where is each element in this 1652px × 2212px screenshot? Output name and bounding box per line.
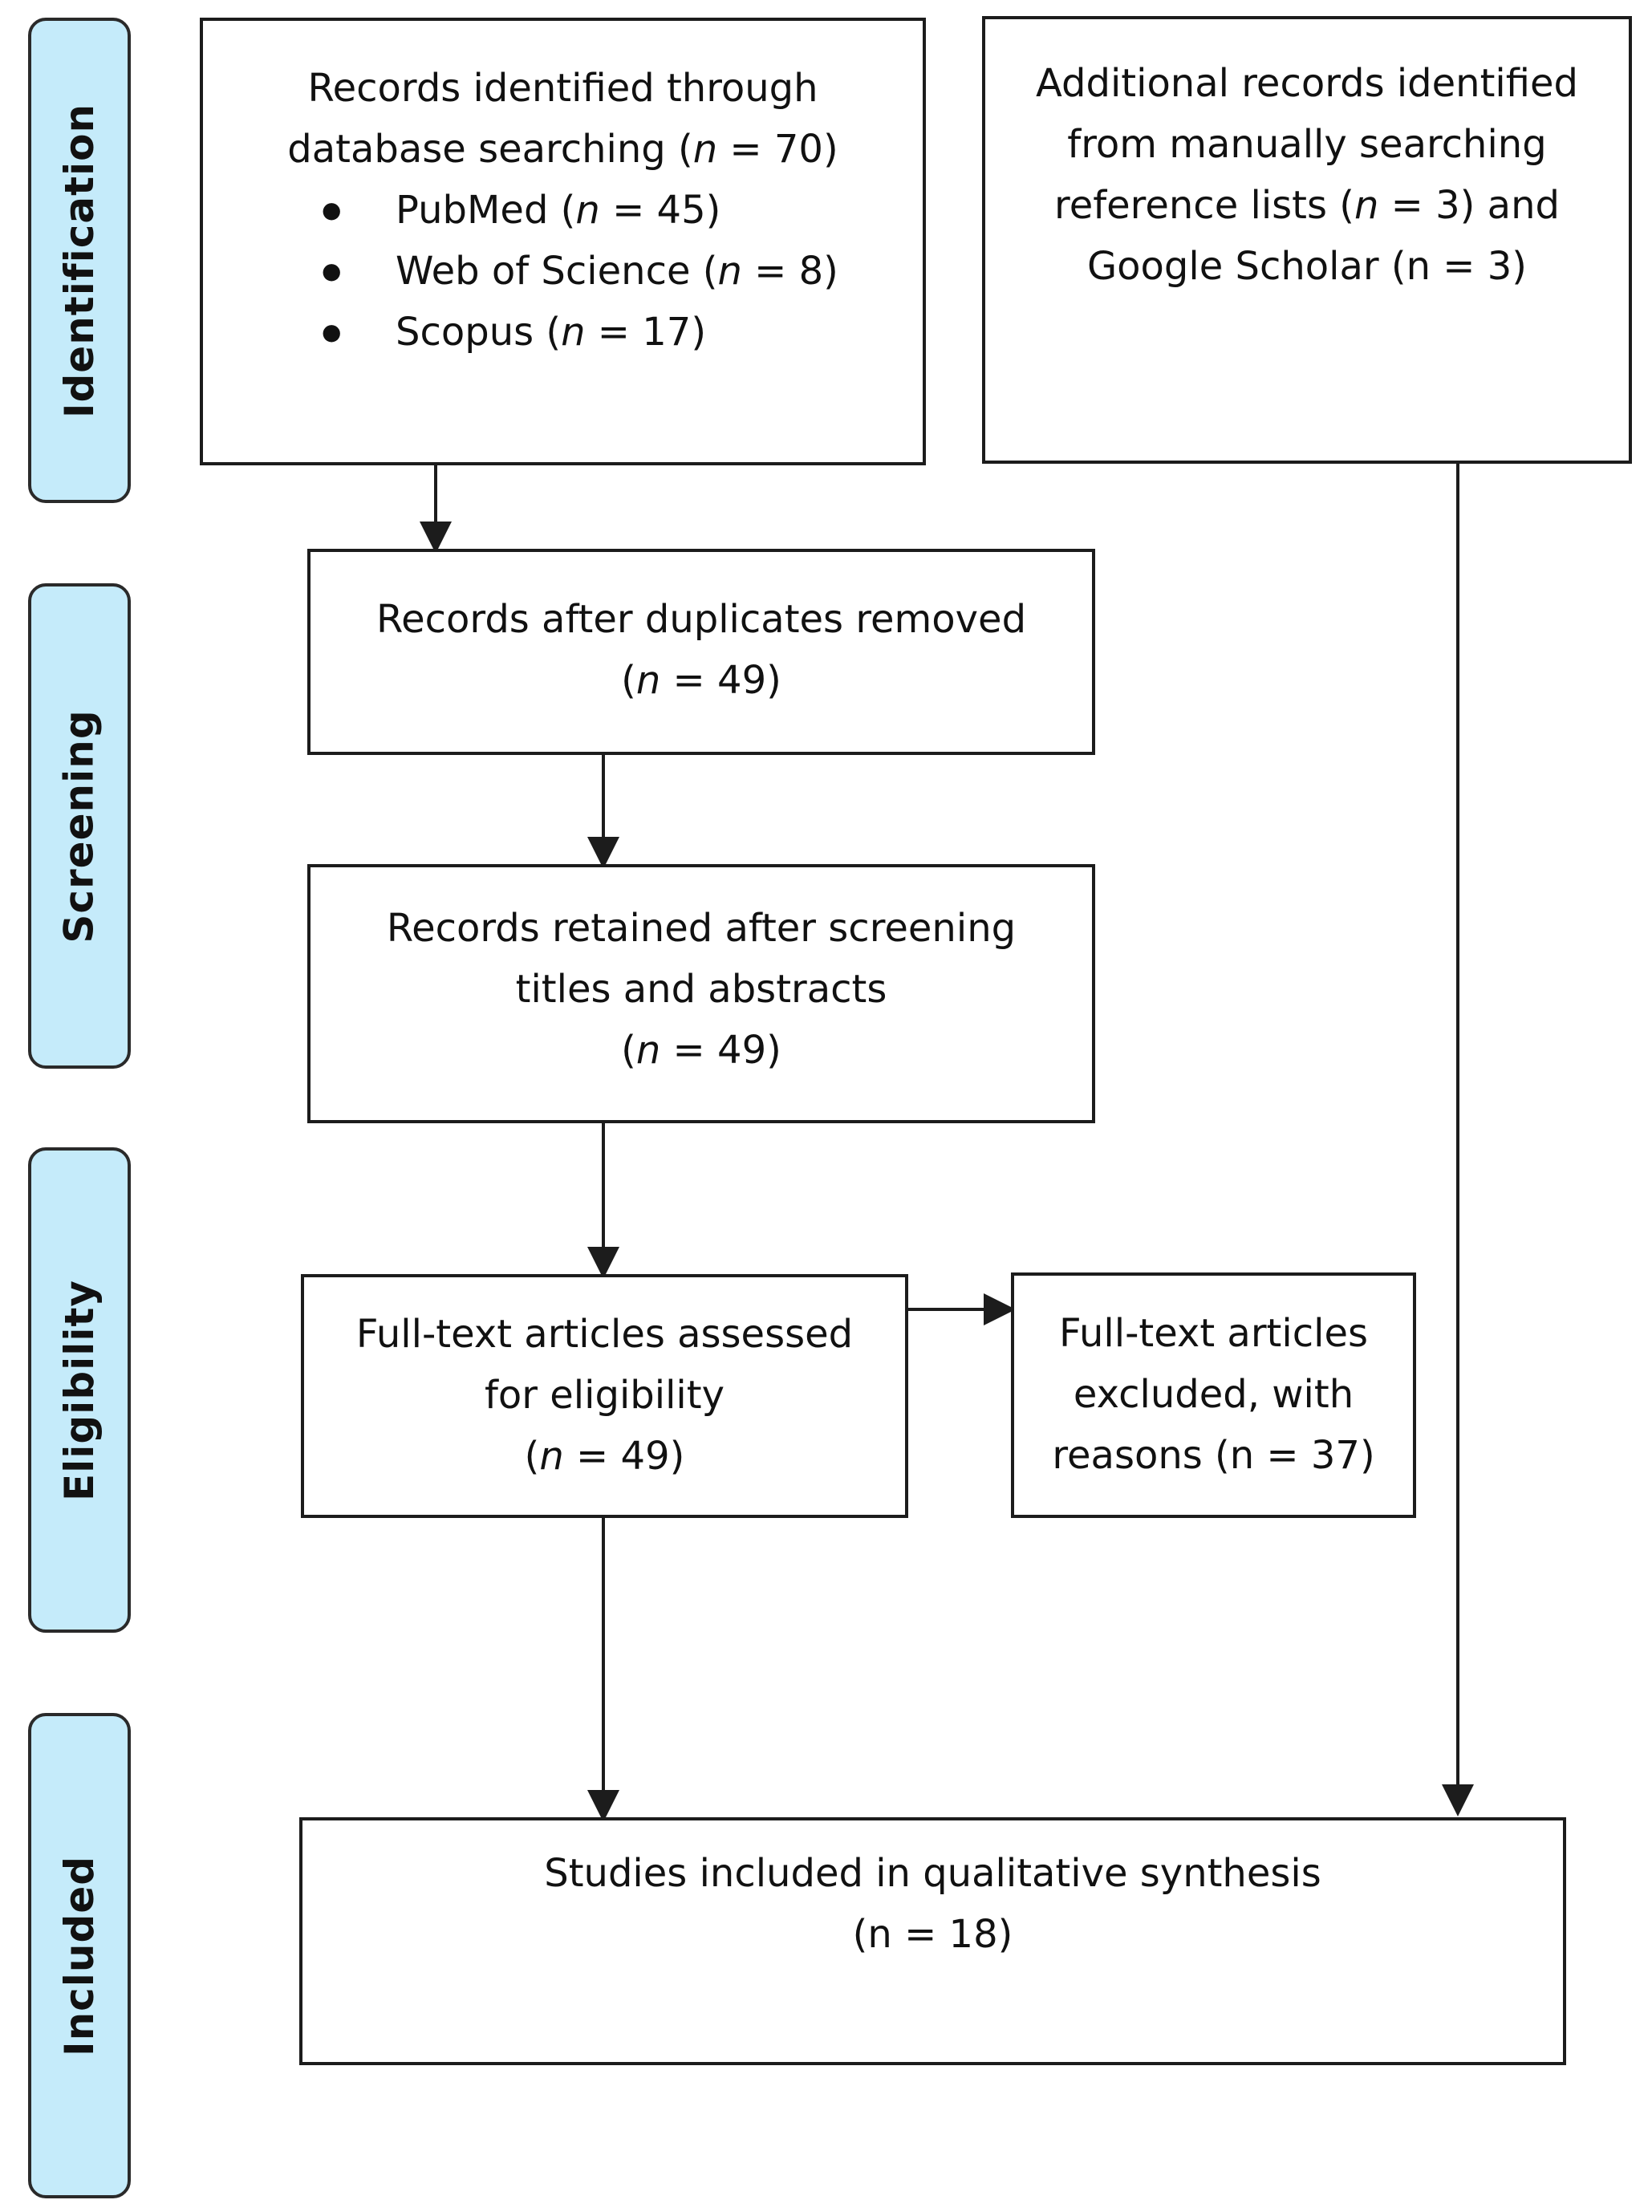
screened-line2: titles and abstracts — [515, 967, 887, 1012]
additional-records-line3: reference lists (n = 3) and — [1054, 183, 1560, 228]
full-text-excluded-line2: excluded, with — [1073, 1372, 1354, 1417]
box-full-text-assessed: Full-text articles assessed for eligibil… — [301, 1274, 908, 1518]
additional-records-line2: from manually searching — [1067, 122, 1547, 167]
phase-screening: Screening — [28, 583, 131, 1069]
database-search-line2: database searching (n = 70) — [287, 127, 838, 172]
box-duplicates-removed: Records after duplicates removed (n = 49… — [307, 549, 1095, 755]
additional-records-line4: Google Scholar (n = 3) — [1086, 244, 1528, 289]
box-screened: Records retained after screening titles … — [307, 864, 1095, 1123]
box-included-studies: Studies included in qualitative synthesi… — [299, 1817, 1566, 2065]
database-source-list: PubMed (n = 45) Web of Science (n = 8) S… — [203, 180, 923, 363]
full-text-excluded-line1: Full-text articles — [1059, 1311, 1368, 1356]
list-item-scopus: Scopus (n = 17) — [203, 302, 923, 363]
phase-included: Included — [28, 1713, 131, 2198]
full-text-excluded-line3: reasons (n = 37) — [1052, 1433, 1375, 1478]
duplicates-removed-count: (n = 49) — [621, 658, 781, 703]
box-full-text-excluded: Full-text articles excluded, with reason… — [1011, 1272, 1416, 1518]
duplicates-removed-line1: Records after duplicates removed — [375, 597, 1027, 642]
full-text-assessed-count: (n = 49) — [524, 1434, 685, 1479]
database-search-line1: Records identified through — [307, 66, 818, 111]
screened-count: (n = 49) — [621, 1028, 781, 1073]
included-studies-count: (n = 18) — [852, 1912, 1013, 1957]
screened-line1: Records retained after screening — [386, 906, 1017, 951]
full-text-assessed-line1: Full-text articles assessed — [355, 1312, 854, 1357]
phase-identification: Identification — [28, 18, 131, 503]
box-database-search: Records identified through database sear… — [200, 18, 926, 465]
phase-eligibility: Eligibility — [28, 1147, 131, 1633]
box-additional-records: Additional records identified from manua… — [982, 16, 1632, 464]
additional-records-line1: Additional records identified — [1036, 61, 1578, 106]
full-text-assessed-line2: for eligibility — [485, 1373, 725, 1418]
list-item-pubmed: PubMed (n = 45) — [203, 180, 923, 241]
list-item-web-of-science: Web of Science (n = 8) — [203, 241, 923, 302]
included-studies-line1: Studies included in qualitative synthesi… — [544, 1851, 1321, 1896]
